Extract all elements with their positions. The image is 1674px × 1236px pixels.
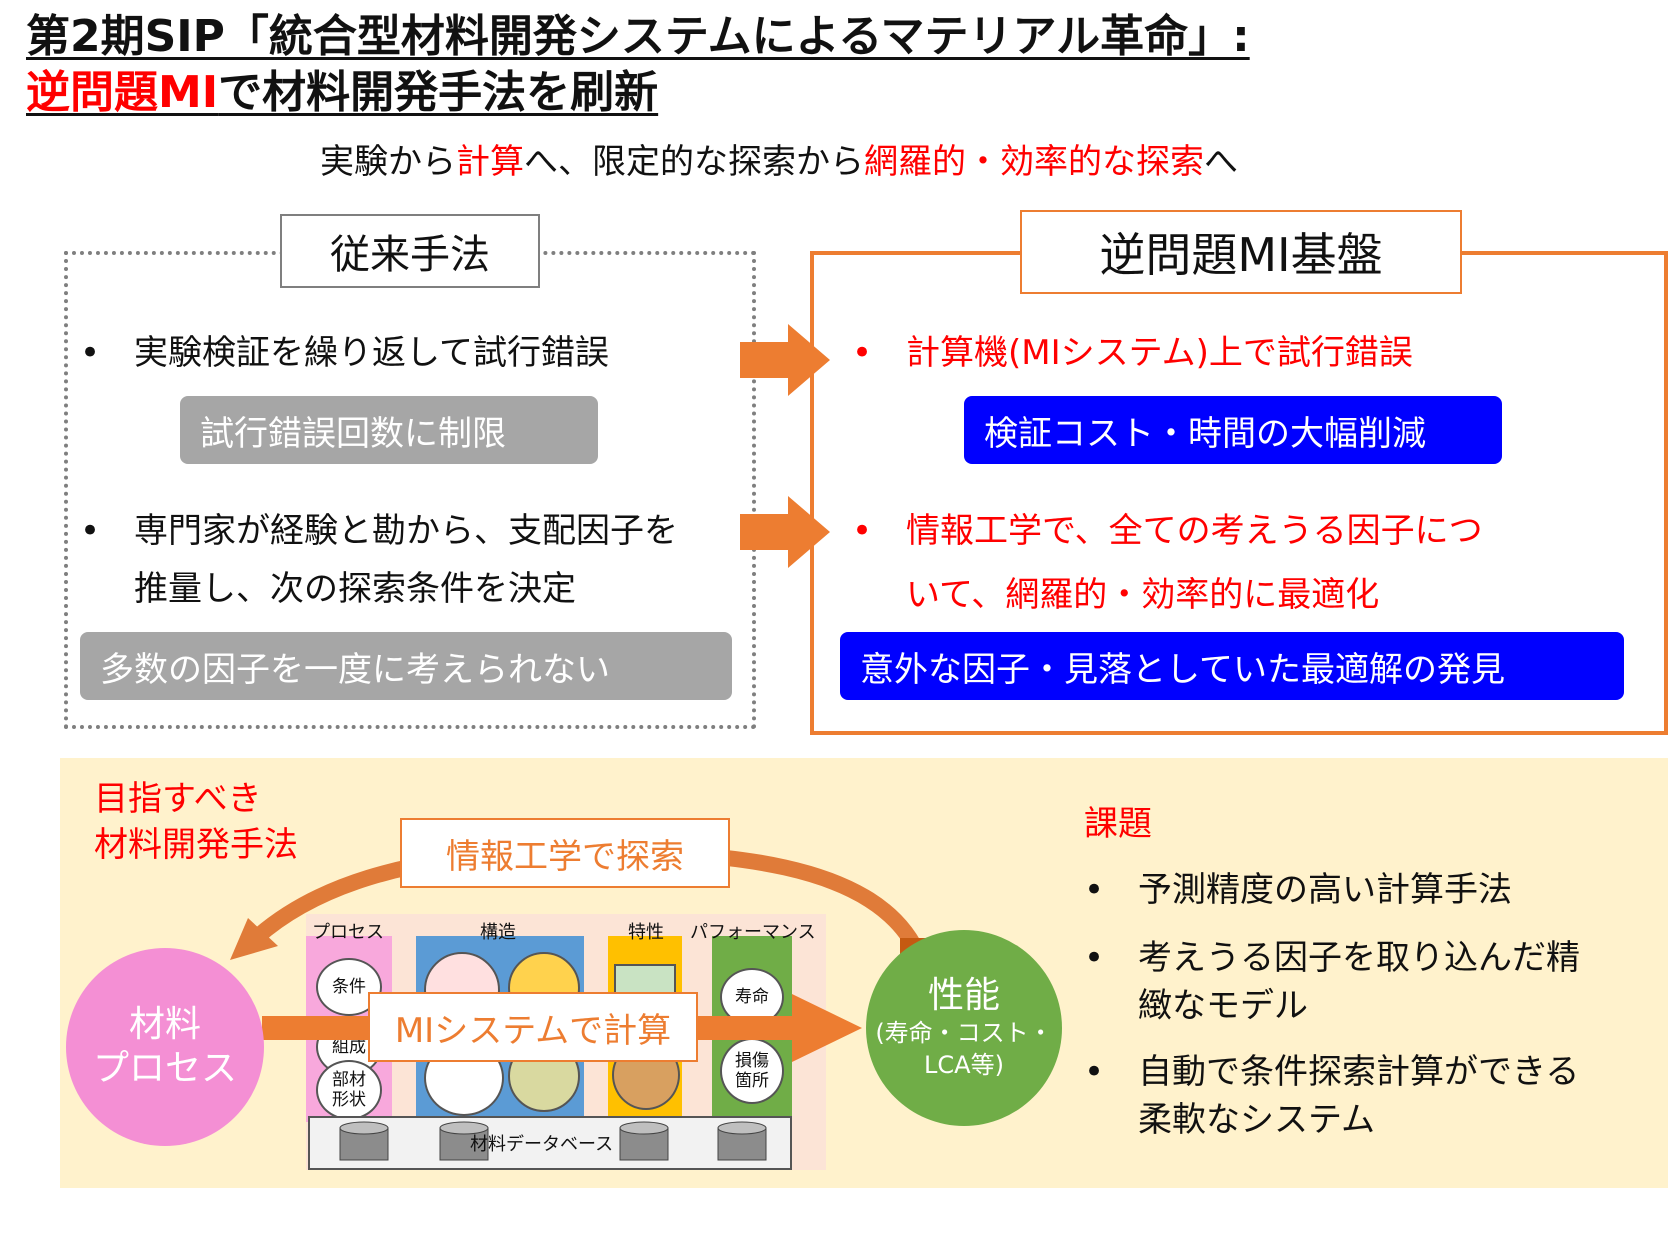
col-label-structure: 構造 (480, 922, 516, 943)
arrow-right-icon (740, 324, 830, 396)
right-pill-2: 意外な因子・見落としていた最適解の発見 (840, 632, 1624, 700)
inverse-mi-label: 逆問題MI基盤 (1020, 210, 1462, 294)
title-line-2: 逆問題MIで材料開発手法を刷新 (26, 66, 658, 120)
transition-arrows (740, 324, 830, 568)
arrow-head-icon (230, 918, 278, 960)
database-icon-top (339, 1121, 389, 1135)
database-cylinders (339, 1121, 767, 1161)
database-icon-top (619, 1121, 669, 1135)
title-rest: で材料開発手法を刷新 (218, 67, 659, 118)
database-label: 材料データベース (470, 1134, 614, 1155)
informatics-search-label: 情報工学で探索 (400, 818, 730, 888)
arrow-right-icon (792, 994, 862, 1062)
col-label-performance: パフォーマンス (690, 922, 816, 943)
issues-title: 課題 (1084, 804, 1152, 844)
left-pill-2: 多数の因子を一度に考えられない (80, 632, 732, 700)
title-highlight: 逆問題MI (26, 67, 219, 118)
database-icon-top (717, 1121, 767, 1135)
performance-node: 性能 (寿命・コスト・ LCA等) (866, 930, 1062, 1126)
material-database (308, 1116, 792, 1170)
subtitle: 実験から計算へ、限定的な探索から網羅的・効率的な探索へ (320, 142, 1238, 182)
left-pill-1: 試行錯誤回数に制限 (180, 396, 598, 464)
damage-node: 損傷箇所 (720, 1038, 784, 1104)
mi-system-compute-label: MIシステムで計算 (368, 992, 698, 1062)
database-icon (717, 1127, 767, 1161)
title-line-1: 第2期SIP「統合型材料開発システムによるマテリアル革命」: (26, 11, 1250, 62)
col-label-process: プロセス (312, 922, 384, 943)
target-method-title: 目指すべき 材料開発手法 (94, 779, 298, 865)
col-label-property: 特性 (628, 922, 664, 943)
database-icon-top (439, 1121, 489, 1135)
right-pill-1: 検証コスト・時間の大幅削減 (964, 396, 1502, 464)
material-process-node: 材料 プロセス (66, 948, 264, 1146)
conventional-method-label: 従来手法 (280, 214, 540, 288)
arrow-right-icon (740, 496, 830, 568)
part-shape-node: 部材形状 (316, 1060, 382, 1120)
